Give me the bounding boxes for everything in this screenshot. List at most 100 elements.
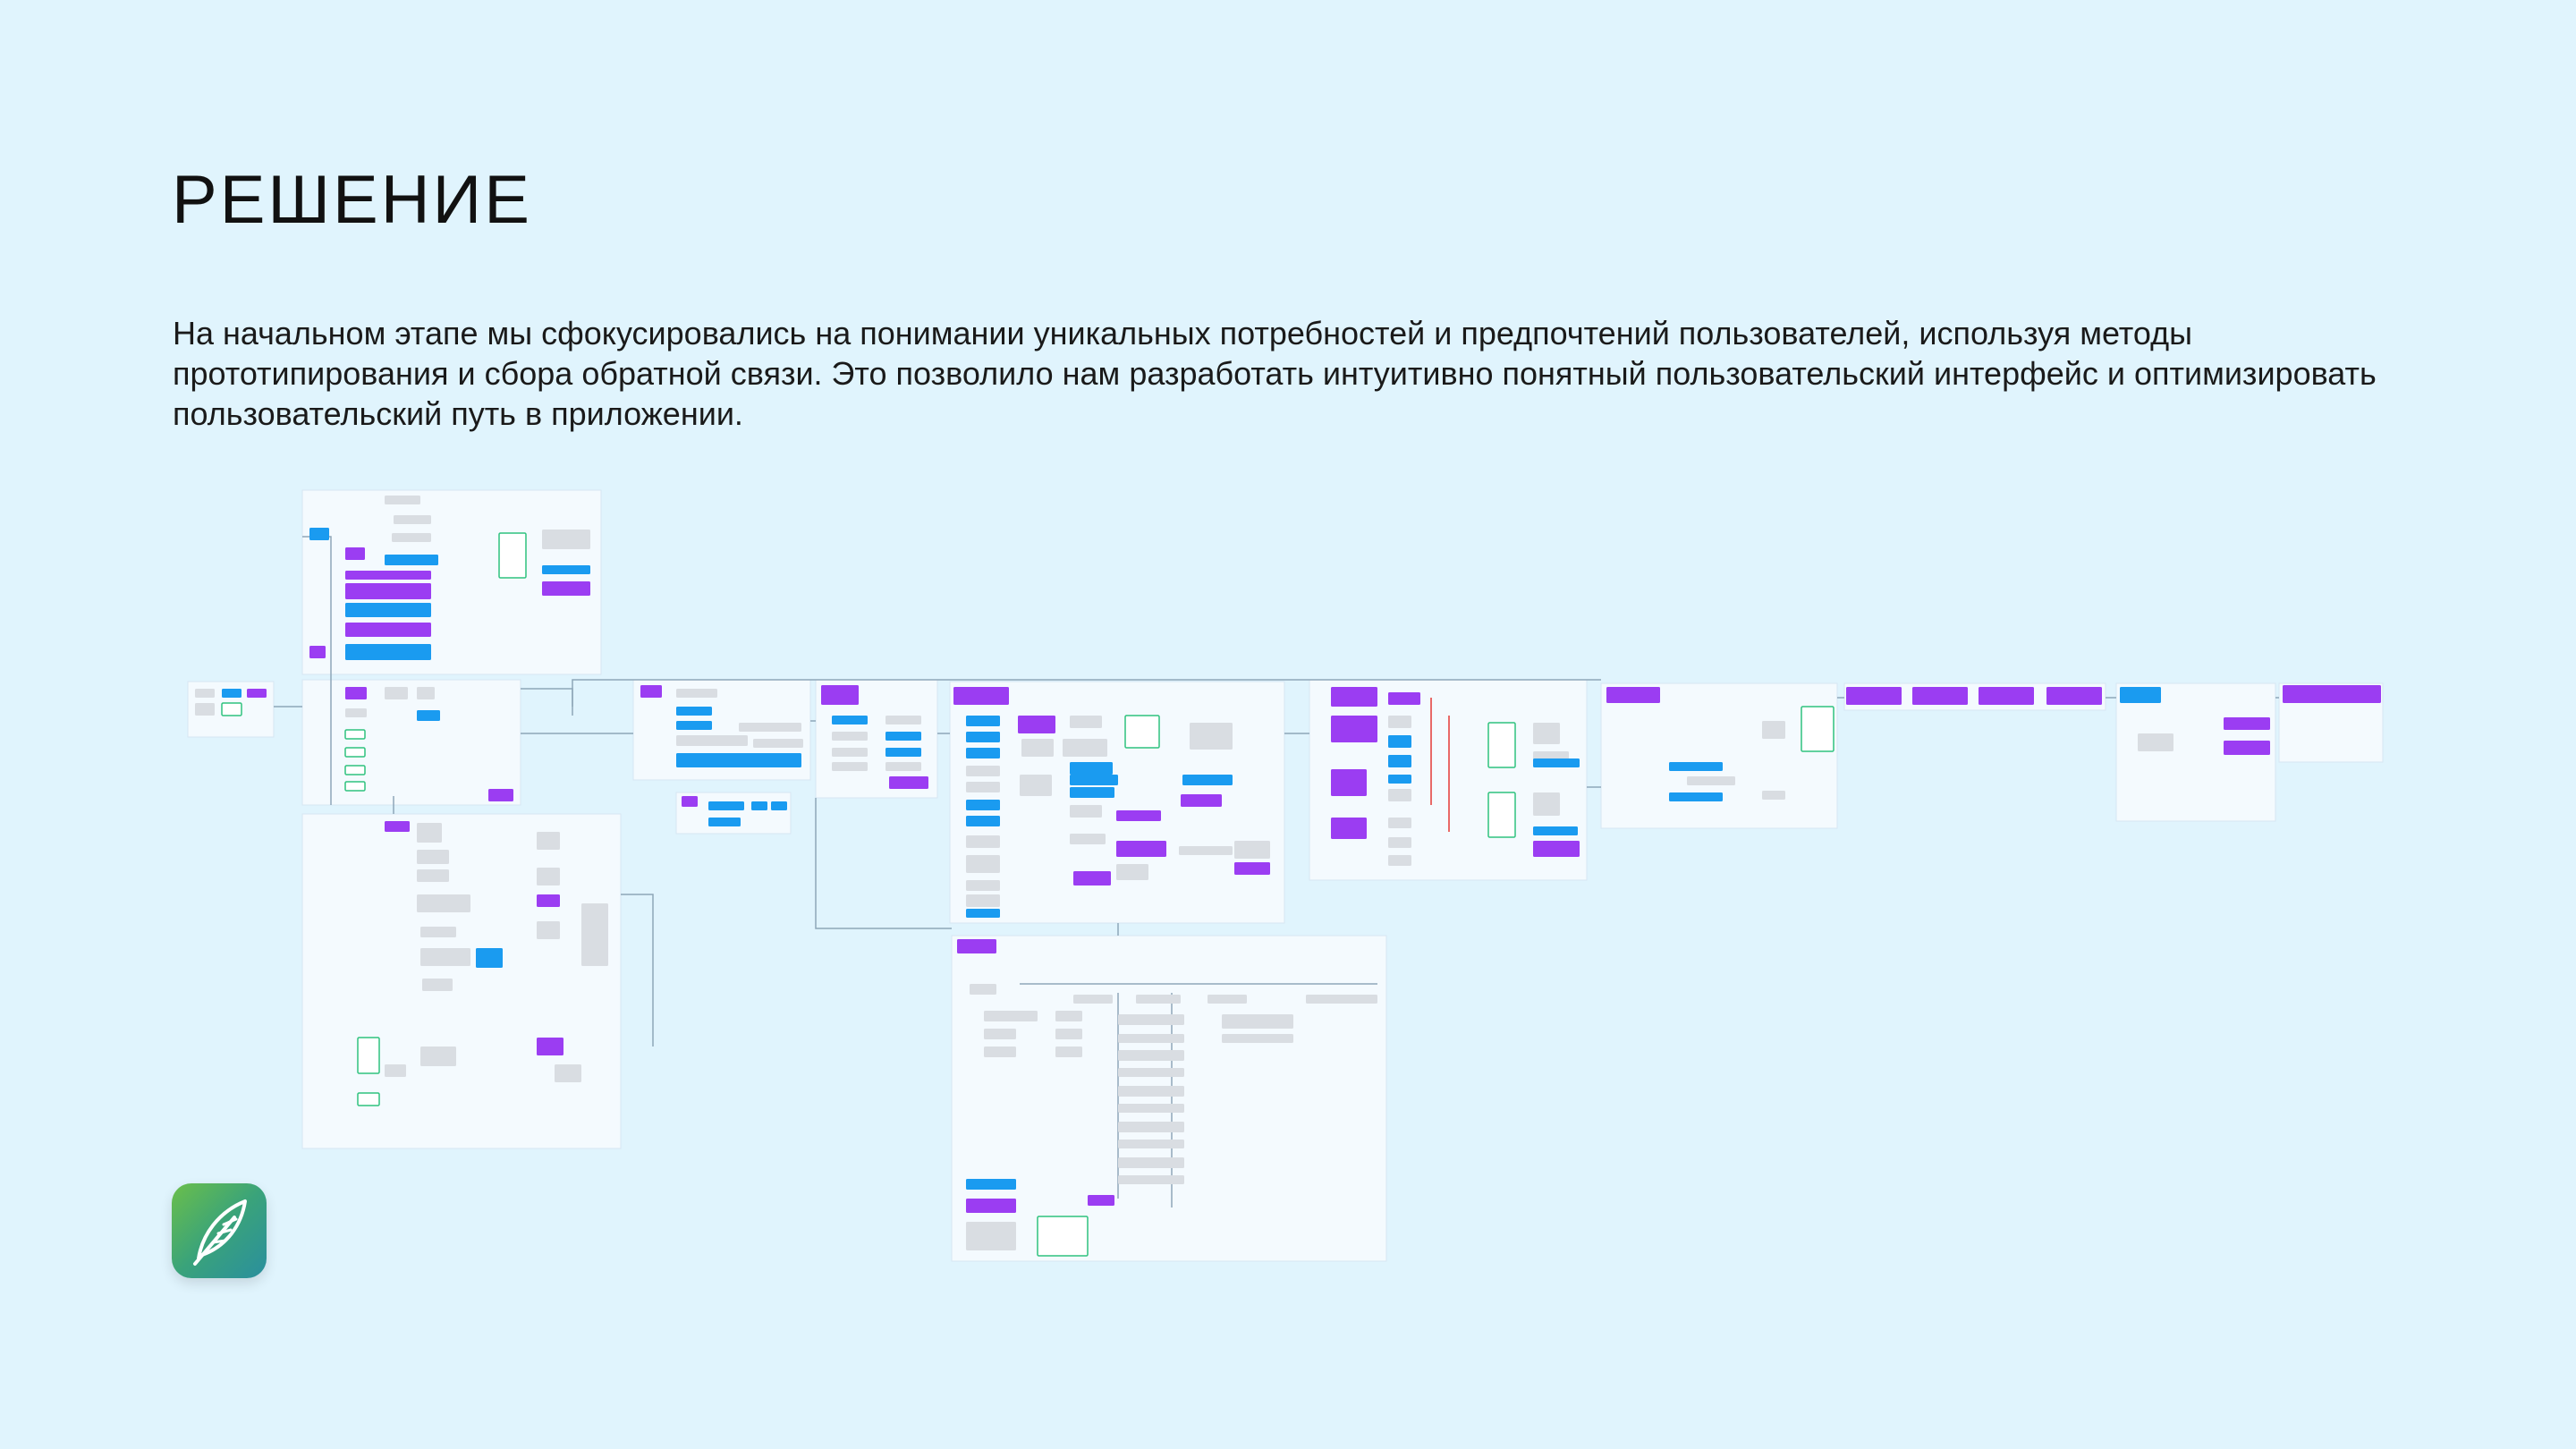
- flow-node: [970, 984, 996, 995]
- flow-node: [1846, 687, 1902, 705]
- flow-node: [417, 894, 470, 912]
- flow-node: [1979, 687, 2034, 705]
- app-logo: [172, 1183, 267, 1278]
- flow-node: [832, 716, 868, 724]
- feather-leaf-icon: [193, 1199, 247, 1266]
- flow-node: [1388, 775, 1411, 784]
- flow-node: [1533, 826, 1578, 835]
- flow-node: [889, 776, 928, 789]
- flow-node: [488, 789, 513, 801]
- flow-node: [1331, 687, 1377, 707]
- flow-node: [345, 708, 367, 717]
- flow-node: [984, 1046, 1016, 1057]
- flow-connectors: [274, 536, 2279, 1208]
- flow-node: [984, 1029, 1016, 1039]
- flow-node: [221, 702, 242, 716]
- flow-node: [344, 781, 366, 792]
- flow-node: [344, 747, 366, 758]
- flow-panel: [1600, 682, 1838, 829]
- flow-node: [966, 766, 1000, 776]
- flow-node: [2224, 741, 2270, 755]
- flow-node: [1070, 805, 1102, 818]
- flow-node: [309, 646, 326, 658]
- flow-node: [984, 1011, 1038, 1021]
- flow-node: [1070, 787, 1114, 798]
- flow-node: [1388, 855, 1411, 866]
- flow-node: [420, 1046, 456, 1066]
- flow-node: [1234, 862, 1270, 875]
- flow-node: [542, 530, 590, 549]
- flow-node: [966, 855, 1000, 873]
- flow-node: [385, 496, 420, 504]
- flow-panel: [951, 935, 1387, 1262]
- flow-node: [739, 723, 801, 732]
- flow-node: [1118, 1034, 1184, 1043]
- flow-node: [966, 716, 1000, 726]
- flow-node: [1116, 810, 1161, 821]
- flow-node: [966, 909, 1000, 918]
- flow-node: [2046, 687, 2102, 705]
- flow-node: [1182, 775, 1233, 785]
- flow-node: [385, 821, 410, 832]
- flow-node: [1306, 995, 1377, 1004]
- flow-node: [1073, 871, 1111, 886]
- flow-node: [344, 765, 366, 775]
- flow-node: [832, 748, 868, 757]
- flow-node: [1331, 818, 1367, 839]
- flow-node: [2283, 685, 2381, 703]
- flow-node: [1070, 716, 1102, 728]
- flow-node: [676, 689, 717, 698]
- flow-node: [2224, 717, 2270, 730]
- flow-node: [1118, 1086, 1184, 1097]
- flow-node: [537, 894, 560, 907]
- flow-node: [821, 685, 859, 705]
- flow-node: [1388, 735, 1411, 748]
- flow-node: [537, 832, 560, 850]
- flow-node: [417, 710, 440, 721]
- flow-node: [1762, 721, 1785, 739]
- flow-node: [1118, 1157, 1184, 1168]
- flow-node: [345, 571, 431, 580]
- flow-node: [1063, 739, 1107, 757]
- flow-node: [886, 732, 921, 741]
- flow-node: [1533, 751, 1569, 760]
- flow-node: [537, 921, 560, 939]
- flow-node: [1118, 1014, 1184, 1025]
- flow-node: [1070, 775, 1118, 785]
- flow-node: [1331, 716, 1377, 742]
- flow-node: [345, 603, 431, 617]
- flow-node: [345, 623, 431, 637]
- flow-node: [640, 685, 662, 698]
- flow-node: [1208, 995, 1247, 1004]
- flow-node: [1388, 755, 1411, 767]
- flow-node: [1118, 1175, 1184, 1184]
- flow-node: [1116, 864, 1148, 880]
- flow-node: [344, 729, 366, 740]
- flow-node: [420, 927, 456, 937]
- flow-node: [555, 1064, 581, 1082]
- flow-node: [394, 515, 431, 524]
- flow-node: [1021, 739, 1054, 757]
- flow-node: [195, 689, 215, 698]
- flow-node: [1118, 1122, 1184, 1132]
- flow-node: [1533, 792, 1560, 816]
- flow-node: [417, 850, 449, 864]
- flow-node: [1388, 692, 1420, 705]
- flow-node: [2120, 687, 2161, 703]
- flow-node: [1331, 769, 1367, 796]
- flow-node: [498, 532, 527, 579]
- flow-node: [1118, 1068, 1184, 1077]
- flow-node: [417, 823, 442, 843]
- flow-node: [345, 687, 367, 699]
- flow-node: [966, 880, 1000, 891]
- flow-node: [708, 818, 741, 826]
- flow-node: [1020, 775, 1052, 796]
- flow-node: [771, 801, 787, 810]
- flow-node: [682, 796, 698, 807]
- flow-node: [1088, 1195, 1114, 1206]
- flow-node: [832, 732, 868, 741]
- flow-node: [195, 703, 215, 716]
- flow-node: [1118, 1104, 1184, 1113]
- flow-panel: [949, 681, 1285, 924]
